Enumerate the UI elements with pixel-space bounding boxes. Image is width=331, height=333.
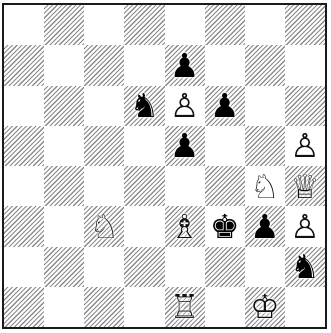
white-pawn-icon[interactable]: ♙ <box>285 126 325 166</box>
square-b6[interactable] <box>44 86 84 126</box>
square-f6[interactable]: ♟ <box>205 86 245 126</box>
square-c4[interactable] <box>84 166 124 206</box>
square-a7[interactable] <box>4 45 44 85</box>
square-f7[interactable] <box>205 45 245 85</box>
square-f4[interactable] <box>205 166 245 206</box>
square-d8[interactable] <box>124 5 164 45</box>
square-g7[interactable] <box>245 45 285 85</box>
square-a5[interactable] <box>4 126 44 166</box>
square-d6[interactable]: ♞ <box>124 86 164 126</box>
square-b5[interactable] <box>44 126 84 166</box>
black-pawn-icon[interactable]: ♟ <box>245 206 285 246</box>
square-c7[interactable] <box>84 45 124 85</box>
square-g4[interactable]: ♘ <box>245 166 285 206</box>
square-b3[interactable] <box>44 206 84 246</box>
square-b1[interactable] <box>44 287 84 327</box>
square-e7[interactable]: ♟ <box>165 45 205 85</box>
square-g2[interactable] <box>245 247 285 287</box>
square-e1[interactable]: ♖ <box>165 287 205 327</box>
square-c2[interactable] <box>84 247 124 287</box>
white-knight-icon[interactable]: ♘ <box>245 166 285 206</box>
square-d5[interactable] <box>124 126 164 166</box>
black-pawn-icon[interactable]: ♟ <box>165 45 205 85</box>
square-c1[interactable] <box>84 287 124 327</box>
square-e5[interactable]: ♟ <box>165 126 205 166</box>
chess-board: ♟♞♙♟♟♙♘♕♘♗♚♟♙♞♖♔ <box>2 3 327 329</box>
square-e4[interactable] <box>165 166 205 206</box>
white-pawn-icon[interactable]: ♙ <box>165 86 205 126</box>
square-f5[interactable] <box>205 126 245 166</box>
square-g3[interactable]: ♟ <box>245 206 285 246</box>
square-b8[interactable] <box>44 5 84 45</box>
square-e6[interactable]: ♙ <box>165 86 205 126</box>
square-a8[interactable] <box>4 5 44 45</box>
square-d4[interactable] <box>124 166 164 206</box>
black-pawn-icon[interactable]: ♟ <box>165 126 205 166</box>
black-knight-icon[interactable]: ♞ <box>124 86 164 126</box>
square-f1[interactable] <box>205 287 245 327</box>
square-f3[interactable]: ♚ <box>205 206 245 246</box>
square-d1[interactable] <box>124 287 164 327</box>
square-h3[interactable]: ♙ <box>285 206 325 246</box>
square-g6[interactable] <box>245 86 285 126</box>
square-g5[interactable] <box>245 126 285 166</box>
square-a3[interactable] <box>4 206 44 246</box>
board-grid: ♟♞♙♟♟♙♘♕♘♗♚♟♙♞♖♔ <box>4 5 325 327</box>
square-b7[interactable] <box>44 45 84 85</box>
black-knight-icon[interactable]: ♞ <box>285 247 325 287</box>
square-c8[interactable] <box>84 5 124 45</box>
square-d2[interactable] <box>124 247 164 287</box>
white-knight-icon[interactable]: ♘ <box>84 206 124 246</box>
square-d3[interactable] <box>124 206 164 246</box>
square-h7[interactable] <box>285 45 325 85</box>
square-b4[interactable] <box>44 166 84 206</box>
square-h8[interactable] <box>285 5 325 45</box>
square-b2[interactable] <box>44 247 84 287</box>
square-a4[interactable] <box>4 166 44 206</box>
square-e2[interactable] <box>165 247 205 287</box>
square-h1[interactable] <box>285 287 325 327</box>
square-a6[interactable] <box>4 86 44 126</box>
square-h2[interactable]: ♞ <box>285 247 325 287</box>
square-g1[interactable]: ♔ <box>245 287 285 327</box>
white-king-icon[interactable]: ♔ <box>245 287 285 327</box>
white-bishop-icon[interactable]: ♗ <box>165 206 205 246</box>
square-f2[interactable] <box>205 247 245 287</box>
square-f8[interactable] <box>205 5 245 45</box>
square-e8[interactable] <box>165 5 205 45</box>
square-c3[interactable]: ♘ <box>84 206 124 246</box>
square-h4[interactable]: ♕ <box>285 166 325 206</box>
black-pawn-icon[interactable]: ♟ <box>205 86 245 126</box>
square-h5[interactable]: ♙ <box>285 126 325 166</box>
square-e3[interactable]: ♗ <box>165 206 205 246</box>
square-a1[interactable] <box>4 287 44 327</box>
square-h6[interactable] <box>285 86 325 126</box>
square-g8[interactable] <box>245 5 285 45</box>
black-king-icon[interactable]: ♚ <box>205 206 245 246</box>
square-d7[interactable] <box>124 45 164 85</box>
white-rook-icon[interactable]: ♖ <box>165 287 205 327</box>
white-queen-icon[interactable]: ♕ <box>285 166 325 206</box>
white-pawn-icon[interactable]: ♙ <box>285 206 325 246</box>
square-c5[interactable] <box>84 126 124 166</box>
square-a2[interactable] <box>4 247 44 287</box>
square-c6[interactable] <box>84 86 124 126</box>
